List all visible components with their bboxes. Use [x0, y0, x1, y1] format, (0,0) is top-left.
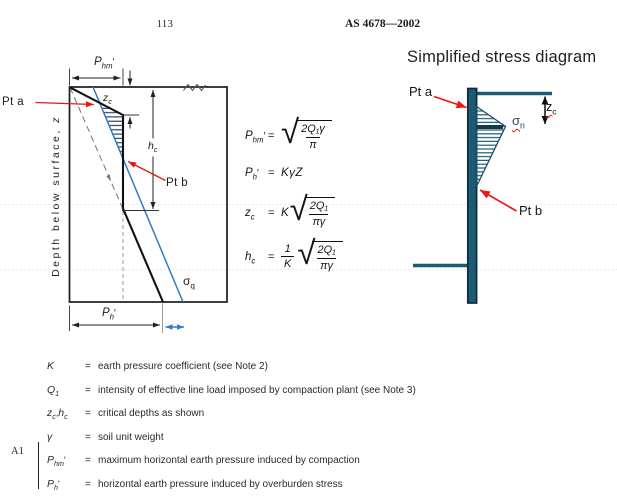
definition-row-phm: Phm′ = maximum horizontal earth pressure…: [47, 454, 416, 469]
definition-text: intensity of effective line load imposed…: [98, 384, 416, 396]
definition-row-zc-hc: zc,hc = critical depths as shown: [47, 407, 416, 422]
definition-symbol: Ph′: [47, 477, 60, 492]
definition-row-gamma: γ = soil unit weight: [47, 431, 416, 444]
definition-text: maximum horizontal earth pressure induce…: [98, 455, 360, 466]
simplified-stress-diagram: [413, 87, 552, 304]
page-number: 113: [156, 19, 174, 30]
pt-a-label-right: Pt a: [409, 84, 433, 99]
definition-symbol: zc,hc: [47, 407, 68, 422]
overburden-pressure-line: [122, 208, 164, 303]
equals-sign: =: [85, 478, 91, 490]
simplified-diagram-title: Simplified stress diagram: [407, 48, 597, 66]
equals-sign: =: [268, 167, 275, 179]
dashed-line-arrowhead-icon: [106, 174, 111, 182]
pt-a-label-left: Pt a: [2, 96, 25, 108]
pt-a-arrow: [35, 101, 95, 108]
equals-sign: =: [268, 129, 275, 142]
definition-symbol: K: [47, 360, 55, 372]
stress-triangle: [475, 105, 507, 187]
zc-label-left: zc: [103, 92, 112, 107]
retaining-wall: [466, 87, 478, 304]
pt-b-arrow-right: [479, 189, 517, 212]
equals-sign: =: [85, 361, 91, 372]
equals-sign: =: [268, 250, 275, 263]
formula-ph: Ph′ = KγZ: [245, 167, 303, 182]
definition-symbol: Q1: [47, 383, 60, 398]
definition-text: critical depths as shown: [98, 408, 205, 419]
ground-surface-hatch-icon: [183, 83, 206, 92]
amendment-change-bar: [38, 442, 40, 489]
equals-sign: =: [85, 431, 91, 443]
definition-symbol: Phm′: [47, 454, 66, 469]
standard-reference: AS 4678—2002: [345, 18, 421, 30]
sigma-q-label: σq: [183, 274, 195, 291]
zc-label-right: zc: [546, 100, 557, 117]
coefficient: K: [281, 206, 289, 219]
pt-a-arrow-right: [433, 95, 467, 109]
hc-label-left: hc: [146, 140, 160, 155]
phm-label: Phm′: [94, 56, 115, 71]
overburden-line-extension: [69, 87, 123, 209]
formula-lhs: Ph′: [245, 167, 259, 182]
surcharge-stress-line: [92, 86, 184, 303]
pt-b-arrow: [127, 160, 166, 182]
definition-text: earth pressure coefficient (see Note 2): [98, 361, 268, 372]
definition-text: soil unit weight: [98, 431, 164, 443]
compaction-buildup-line: [69, 86, 124, 116]
definition-symbol: γ: [47, 430, 53, 443]
pt-b-label-left: Pt b: [166, 177, 189, 189]
formula-rhs: KγZ: [281, 167, 303, 179]
equals-sign: =: [85, 455, 91, 466]
ph-label: Ph′: [102, 307, 116, 322]
amendment-marker: A1: [11, 446, 24, 457]
definition-row-q1: Q1 = intensity of effective line load im…: [47, 383, 416, 398]
equals-sign: =: [85, 384, 91, 396]
depth-axis-label: Depth below surface, z: [50, 115, 62, 277]
formula-lhs: Phm′: [245, 129, 266, 144]
definition-row-ph: Ph′ = horizontal earth pressure induced …: [47, 477, 416, 492]
equals-sign: =: [268, 206, 275, 219]
diagram-frame: [68, 86, 228, 303]
sigma-n-label: σn: [512, 113, 525, 131]
definition-text: horizontal earth pressure induced by ove…: [98, 478, 343, 490]
formula-lhs: zc: [245, 206, 255, 221]
definitions-list: K = earth pressure coefficient (see Note…: [47, 360, 416, 496]
equals-sign: =: [85, 408, 91, 419]
formula-lhs: hc: [245, 250, 256, 265]
pt-b-label-right: Pt b: [519, 203, 543, 218]
definition-row-k: K = earth pressure coefficient (see Note…: [47, 360, 416, 373]
pressure-depth-diagram: [35, 68, 228, 333]
